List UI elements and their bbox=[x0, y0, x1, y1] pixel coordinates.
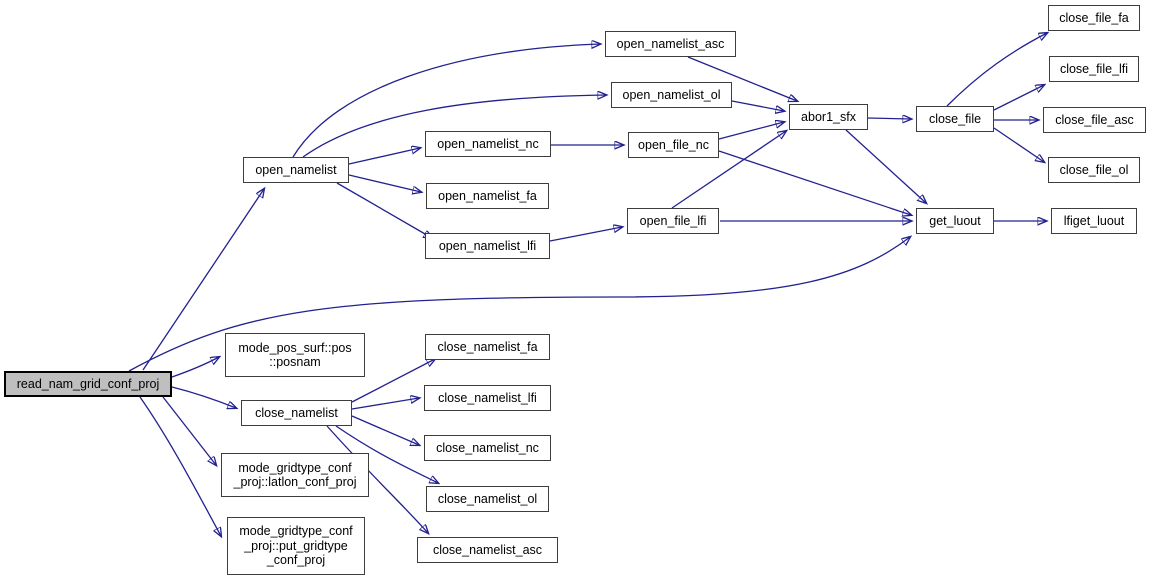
node-abor1_sfx[interactable]: abor1_sfx bbox=[789, 104, 868, 130]
edge-close_file-close_file_fa bbox=[946, 33, 1047, 107]
edge-close_namelist-close_namelist_nc bbox=[351, 415, 419, 445]
node-open_file_lfi[interactable]: open_file_lfi bbox=[627, 208, 719, 234]
node-open_namelist_nc[interactable]: open_namelist_nc bbox=[425, 131, 551, 157]
edge-open_namelist-open_namelist_ol bbox=[302, 95, 606, 158]
edge-open_namelist_ol-abor1_sfx bbox=[731, 100, 784, 111]
node-get_luout[interactable]: get_luout bbox=[916, 208, 994, 234]
edge-read_nam_grid_conf_proj-open_namelist bbox=[142, 189, 264, 371]
node-open_namelist_fa[interactable]: open_namelist_fa bbox=[426, 183, 549, 209]
edge-abor1_sfx-close_file bbox=[867, 118, 911, 119]
node-open_file_nc[interactable]: open_file_nc bbox=[628, 132, 719, 158]
edge-read_nam_grid_conf_proj-close_namelist bbox=[171, 386, 236, 408]
edge-open_namelist-open_namelist_lfi bbox=[336, 182, 432, 238]
node-close_namelist_fa[interactable]: close_namelist_fa bbox=[425, 334, 550, 360]
node-read_nam_grid_conf_proj[interactable]: read_nam_grid_conf_proj bbox=[4, 371, 172, 397]
edge-read_nam_grid_conf_proj-get_luout bbox=[128, 237, 910, 372]
node-close_file_ol[interactable]: close_file_ol bbox=[1048, 157, 1140, 183]
node-close_file_lfi[interactable]: close_file_lfi bbox=[1049, 56, 1139, 82]
edge-open_namelist-open_namelist_fa bbox=[348, 174, 421, 192]
edge-close_file-close_file_lfi bbox=[993, 85, 1044, 111]
edge-open_namelist-open_namelist_nc bbox=[348, 148, 420, 165]
edge-open_file_nc-abor1_sfx bbox=[718, 122, 784, 140]
edge-read_nam_grid_conf_proj-put_gridtype_conf_proj bbox=[139, 396, 221, 536]
edge-open_file_nc-get_luout bbox=[718, 150, 911, 215]
node-close_namelist_lfi[interactable]: close_namelist_lfi bbox=[424, 385, 551, 411]
edge-close_file-close_file_ol bbox=[993, 127, 1044, 162]
node-mode_pos_surf-posnam[interactable]: mode_pos_surf::pos ::posnam bbox=[225, 333, 365, 377]
node-close_file_fa[interactable]: close_file_fa bbox=[1048, 5, 1140, 31]
node-open_namelist_asc[interactable]: open_namelist_asc bbox=[605, 31, 736, 57]
node-lfiget_luout[interactable]: lfiget_luout bbox=[1051, 208, 1137, 234]
node-mode_gridtype_conf_proj-latlon_conf_proj[interactable]: mode_gridtype_conf _proj::latlon_conf_pr… bbox=[221, 453, 369, 497]
edge-open_file_lfi-abor1_sfx bbox=[671, 131, 786, 209]
edge-close_namelist-close_namelist_lfi bbox=[351, 398, 419, 410]
node-close_file_asc[interactable]: close_file_asc bbox=[1043, 107, 1146, 133]
edge-close_namelist-close_namelist_ol bbox=[335, 425, 438, 483]
edge-open_namelist_asc-abor1_sfx bbox=[687, 56, 797, 101]
node-close_namelist_ol[interactable]: close_namelist_ol bbox=[426, 486, 549, 512]
edge-read_nam_grid_conf_proj-latlon_conf_proj bbox=[162, 396, 216, 465]
edge-close_namelist-close_namelist_fa bbox=[351, 359, 435, 403]
node-close_namelist[interactable]: close_namelist bbox=[241, 400, 352, 426]
node-open_namelist_ol[interactable]: open_namelist_ol bbox=[611, 82, 732, 108]
node-open_namelist[interactable]: open_namelist bbox=[243, 157, 349, 183]
node-close_namelist_nc[interactable]: close_namelist_nc bbox=[424, 435, 551, 461]
node-close_namelist_asc[interactable]: close_namelist_asc bbox=[417, 537, 558, 563]
edge-close_namelist-close_namelist_asc bbox=[326, 425, 428, 533]
edge-open_namelist-open_namelist_asc bbox=[292, 44, 600, 158]
node-close_file[interactable]: close_file bbox=[916, 106, 994, 132]
node-mode_gridtype_conf_proj-put_gridtype_conf_proj[interactable]: mode_gridtype_conf _proj::put_gridtype _… bbox=[227, 517, 365, 575]
edge-open_namelist_lfi-open_file_lfi bbox=[549, 227, 622, 242]
edge-read_nam_grid_conf_proj-mode_pos_surf_posnam bbox=[171, 357, 219, 378]
node-open_namelist_lfi[interactable]: open_namelist_lfi bbox=[425, 233, 550, 259]
edge-abor1_sfx-get_luout bbox=[845, 129, 926, 203]
